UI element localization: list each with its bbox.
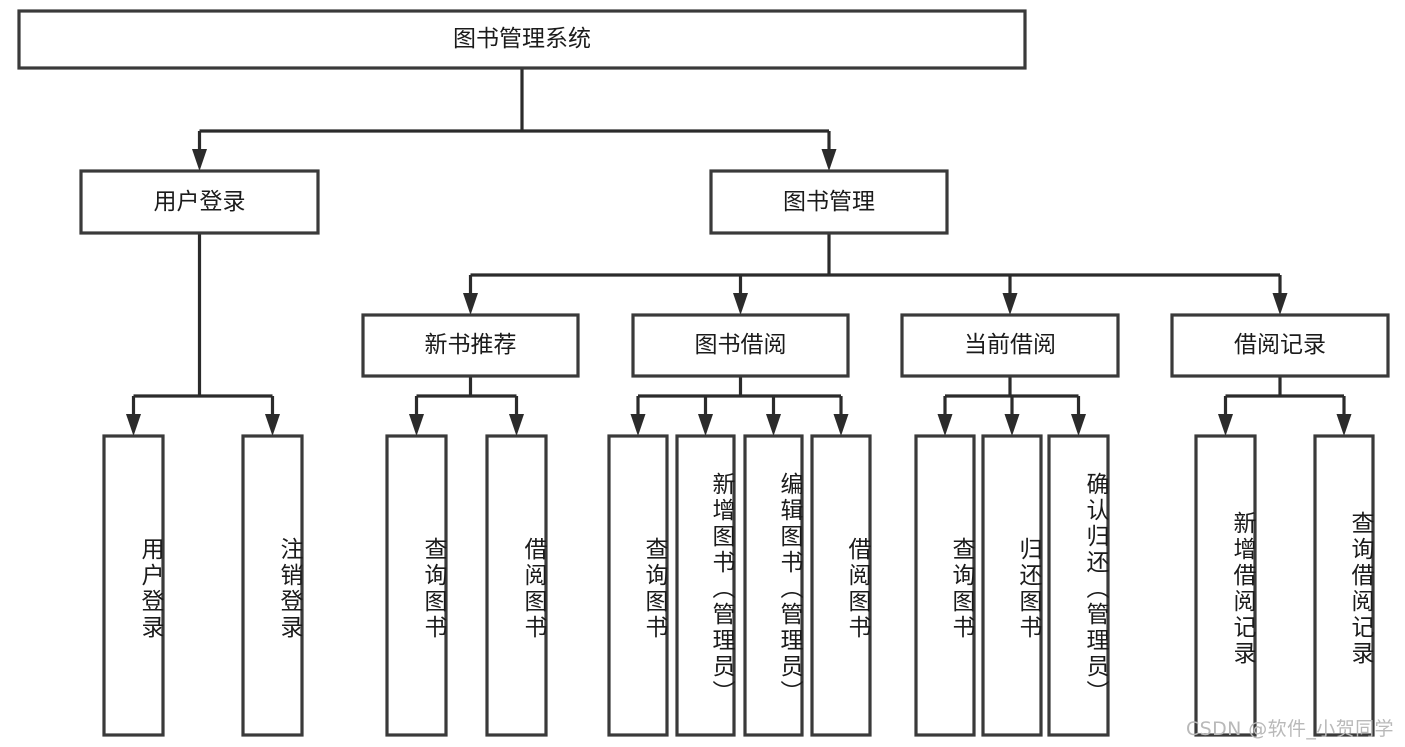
arrowhead-icon: [766, 414, 781, 436]
node-box-leaf-user-login[interactable]: [102, 434, 165, 737]
arrowhead-icon: [1004, 414, 1020, 436]
node-box-leaf-borrow-book-2[interactable]: [810, 434, 872, 737]
arrowhead-icon: [265, 414, 280, 436]
arrowhead-icon: [733, 293, 748, 315]
arrowhead-icon: [1336, 414, 1352, 436]
node-box-leaf-query-book-2[interactable]: [607, 434, 669, 737]
node-box-leaf-query-record[interactable]: [1313, 434, 1375, 737]
arrowhead-icon: [192, 149, 207, 171]
arrowhead-icon: [630, 414, 646, 436]
arrowhead-icon: [126, 414, 141, 436]
arrowhead-icon: [821, 149, 837, 171]
arrowhead-icon: [509, 414, 524, 436]
watermark-text: CSDN @软件_小贺同学: [1186, 718, 1394, 740]
arrowhead-icon: [463, 293, 478, 315]
arrowhead-icon: [698, 414, 713, 436]
node-box-leaf-query-book-3[interactable]: [914, 434, 976, 737]
connector-layer: [126, 68, 1352, 436]
arrowhead-icon: [1272, 293, 1288, 315]
node-box-current-borrow[interactable]: [900, 313, 1120, 378]
node-box-book-borrow[interactable]: [631, 313, 850, 378]
arrowhead-icon: [937, 414, 953, 436]
arrowhead-icon: [409, 414, 424, 436]
node-box-layer: [17, 9, 1390, 737]
arrowhead-icon: [833, 414, 849, 436]
node-box-leaf-add-record[interactable]: [1194, 434, 1257, 737]
node-box-new-book-rec[interactable]: [361, 313, 580, 378]
node-box-leaf-return-book[interactable]: [981, 434, 1043, 737]
node-box-book-manage[interactable]: [709, 169, 949, 235]
arrowhead-icon: [1071, 414, 1086, 436]
node-box-leaf-logout[interactable]: [241, 434, 304, 737]
arrowhead-icon: [1218, 414, 1233, 436]
node-box-borrow-record[interactable]: [1170, 313, 1390, 378]
node-box-leaf-confirm-return[interactable]: [1047, 434, 1110, 737]
node-box-leaf-query-book-1[interactable]: [385, 434, 448, 737]
node-box-leaf-borrow-book-1[interactable]: [485, 434, 548, 737]
node-box-user-login[interactable]: [79, 169, 320, 235]
node-box-root[interactable]: [17, 9, 1027, 70]
node-box-leaf-add-book[interactable]: [675, 434, 736, 737]
node-box-leaf-edit-book[interactable]: [743, 434, 804, 737]
arrowhead-icon: [1002, 293, 1018, 315]
